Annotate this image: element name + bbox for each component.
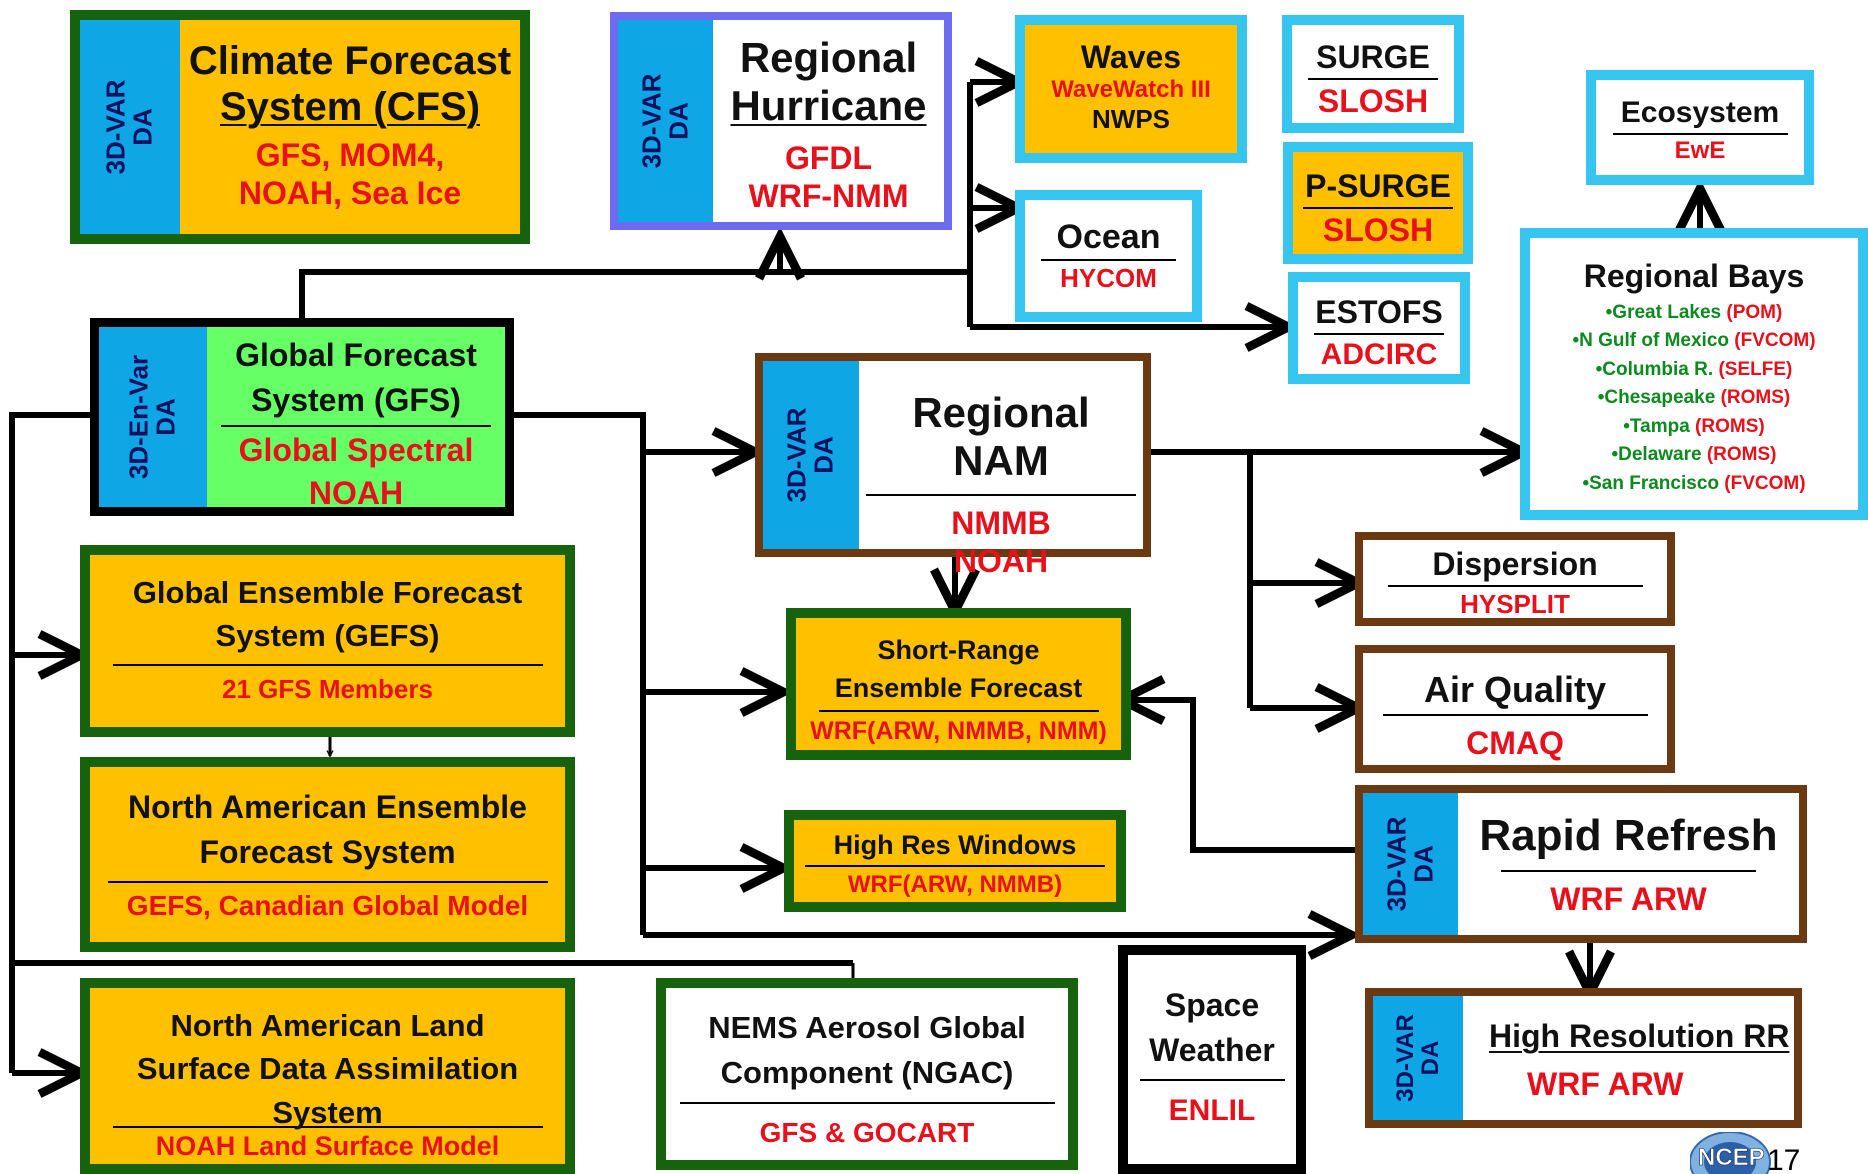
ocean-model: HYCOM bbox=[1060, 263, 1157, 294]
waves-model: WaveWatch III bbox=[1051, 75, 1211, 103]
estofs-title: ESTOFS bbox=[1315, 294, 1443, 330]
dispersion-model: HYSPLIT bbox=[1460, 588, 1570, 619]
waves-title: Waves bbox=[1080, 39, 1182, 75]
gfs-right-line bbox=[512, 412, 646, 935]
surge-model: SLOSH bbox=[1317, 82, 1429, 119]
space-weather-model: ENLIL bbox=[1168, 1093, 1256, 1127]
waves-box: Waves WaveWatch III NWPS bbox=[1015, 15, 1247, 163]
airquality-title: Air Quality bbox=[1423, 669, 1607, 710]
airquality-box: Air Quality CMAQ bbox=[1355, 645, 1675, 773]
surge-title: SURGE bbox=[1316, 39, 1430, 75]
bay-item: •Chesapeake (ROMS) bbox=[1597, 387, 1791, 409]
nldas-model: NOAH Land Surface Model bbox=[155, 1131, 500, 1162]
psurge-model: SLOSH bbox=[1322, 211, 1434, 248]
ngac-model: GFS & GOCART bbox=[759, 1116, 975, 1148]
page-number: 17 bbox=[1767, 1144, 1800, 1174]
hrw-box: High Res Windows WRF(ARW, NMMB) bbox=[784, 810, 1126, 912]
ecosystem-title: Ecosystem bbox=[1620, 96, 1780, 129]
cfs-models: GFS, MOM4,NOAH, Sea Ice bbox=[238, 137, 462, 212]
hrw-model: WRF(ARW, NMMB) bbox=[847, 871, 1063, 899]
dispersion-title: Dispersion bbox=[1432, 546, 1598, 582]
bay-item: •N Gulf of Mexico (FVCOM) bbox=[1572, 330, 1816, 352]
hrrr-model: WRF ARW bbox=[1527, 1065, 1684, 1102]
psurge-title: P-SURGE bbox=[1305, 168, 1451, 204]
surge-box: SURGE SLOSH bbox=[1282, 15, 1464, 133]
ocean-box: Ocean HYCOM bbox=[1015, 190, 1202, 322]
bay-item: •Great Lakes (POM) bbox=[1605, 301, 1783, 323]
ecosystem-model: EwE bbox=[1674, 136, 1726, 164]
nam-title: Regional NAM bbox=[912, 389, 1090, 485]
naefs-model: GEFS, Canadian Global Model bbox=[126, 889, 529, 921]
airquality-model: CMAQ bbox=[1466, 725, 1564, 762]
bay-item: •Tampa (ROMS) bbox=[1623, 415, 1765, 437]
bays-title: Regional Bays bbox=[1583, 258, 1805, 294]
logo-text: NCEP bbox=[1698, 1144, 1765, 1171]
gefs-model: 21 GFS Members bbox=[222, 673, 433, 704]
bay-item: •San Francisco (FVCOM) bbox=[1582, 472, 1806, 494]
gfs-to-ocean-line bbox=[299, 269, 970, 318]
estofs-model: ADCIRC bbox=[1320, 337, 1438, 371]
ocean-title: Ocean bbox=[1056, 218, 1161, 256]
estofs-box: ESTOFS ADCIRC bbox=[1288, 272, 1470, 384]
rap-model: WRF ARW bbox=[1550, 880, 1707, 917]
ncep-logo: NCEP 17 bbox=[1690, 1132, 1800, 1174]
bay-item: •Columbia R. (SELFE) bbox=[1595, 358, 1793, 380]
bays-box: Regional Bays •Great Lakes (POM) •N Gulf… bbox=[1520, 228, 1868, 520]
bay-item: •Delaware (ROMS) bbox=[1611, 444, 1777, 466]
ecosystem-box: Ecosystem EwE bbox=[1586, 70, 1814, 185]
hrrr-title: High Resolution RR bbox=[1489, 1018, 1790, 1054]
arrow-rap-to-sref bbox=[1111, 675, 1355, 853]
hrw-title: High Res Windows bbox=[833, 830, 1077, 860]
left-spine-line bbox=[9, 412, 95, 1073]
rap-title: Rapid Refresh bbox=[1479, 811, 1778, 860]
dispersion-box: Dispersion HYSPLIT bbox=[1355, 532, 1675, 626]
psurge-box: P-SURGE SLOSH bbox=[1283, 142, 1473, 264]
waves-nwps: NWPS bbox=[1092, 103, 1170, 134]
sref-model: WRF(ARW, NMMB, NMM) bbox=[810, 716, 1107, 745]
